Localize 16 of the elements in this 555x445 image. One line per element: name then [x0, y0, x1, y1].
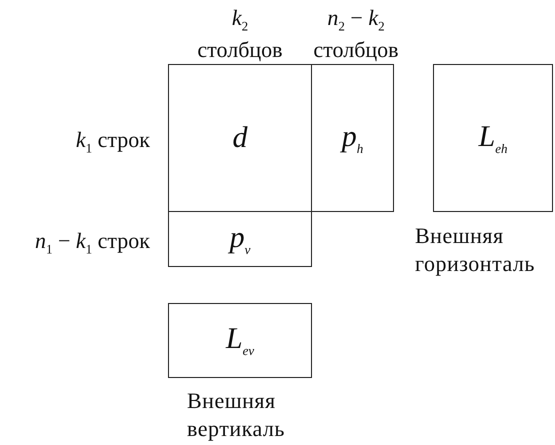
row-count-label: n$_{1}$ − k$_{1}$ строк	[34, 229, 150, 258]
block-caption: Внешняя вертикаль	[187, 387, 286, 443]
block-symbol: p$_{h}$	[342, 120, 364, 156]
block-caption: Внешняя горизонталь	[415, 222, 536, 278]
matrix-block	[433, 64, 553, 212]
matrix-block	[311, 64, 394, 212]
block-symbol: p$_{v}$	[230, 220, 250, 258]
column-count-label: k$_{2}$ столбцов	[196, 6, 284, 62]
matrix-block	[168, 64, 312, 212]
block-symbol: L$_{eh}$	[478, 120, 508, 156]
block-symbol: L$_{ev}$	[226, 322, 254, 359]
column-count-label: n$_{2}$ − k$_{2}$ столбцов	[312, 6, 400, 62]
matrix-block	[168, 303, 312, 378]
row-count-label: k$_{1}$ строк	[74, 128, 150, 158]
matrix-block	[168, 211, 312, 267]
block-symbol: d	[232, 121, 248, 155]
